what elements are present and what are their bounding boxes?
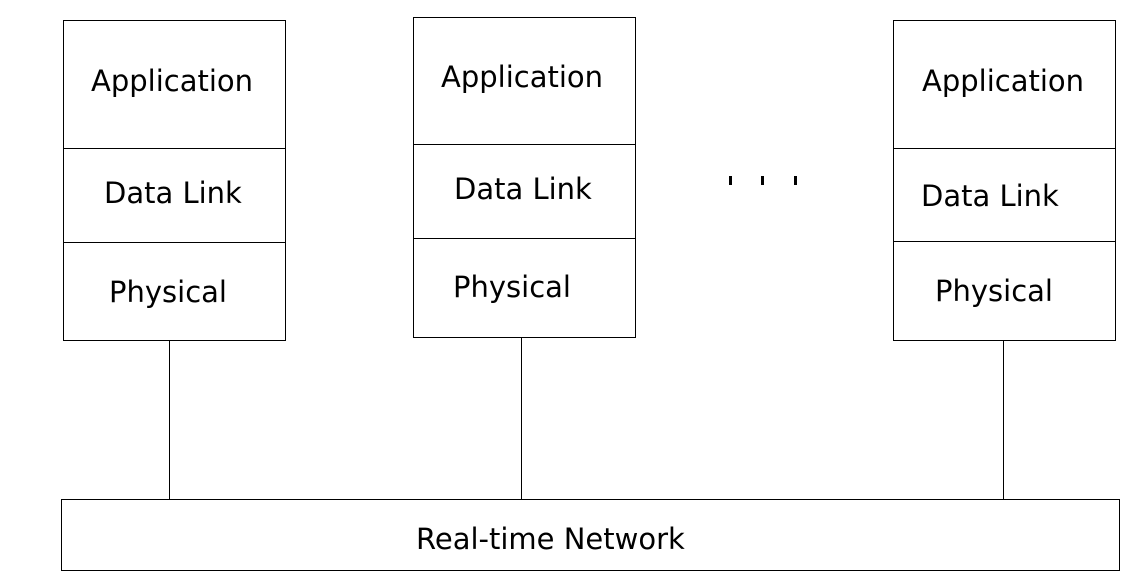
node-1-application-layer: Application [91, 64, 254, 98]
layer-divider [414, 238, 635, 239]
ellipsis-dot [729, 176, 732, 185]
node-2-data-link-layer: Data Link [454, 172, 592, 206]
ellipsis-dot [761, 176, 764, 185]
node-3-physical-layer: Physical [935, 274, 1053, 308]
node-stack-1 [63, 20, 286, 341]
ellipsis-dot [794, 176, 797, 185]
node-1-physical-layer: Physical [109, 275, 227, 309]
node-stack-2 [413, 17, 636, 338]
layer-divider [894, 241, 1115, 242]
node-1-connector [169, 341, 170, 500]
node-stack-3 [893, 20, 1116, 341]
node-3-application-layer: Application [922, 64, 1085, 98]
node-2-physical-layer: Physical [453, 270, 571, 304]
node-2-connector [521, 338, 522, 500]
layer-divider [894, 148, 1115, 149]
node-3-data-link-layer: Data Link [921, 179, 1059, 213]
node-1-data-link-layer: Data Link [104, 176, 242, 210]
layer-divider [64, 148, 285, 149]
network-label: Real-time Network [416, 522, 685, 556]
node-2-application-layer: Application [441, 60, 604, 94]
layer-divider [414, 144, 635, 145]
node-3-connector [1003, 341, 1004, 500]
real-time-network-bus [61, 499, 1120, 571]
layer-divider [64, 242, 285, 243]
